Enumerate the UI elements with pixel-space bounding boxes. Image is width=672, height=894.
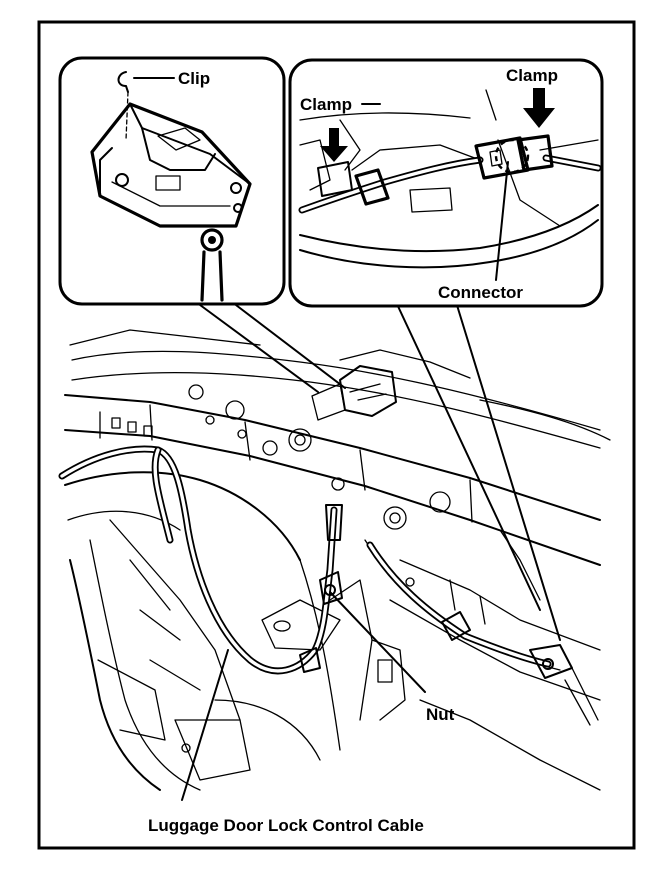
clamp-arrow-icon (523, 88, 555, 128)
nut-leader (329, 591, 426, 693)
connector-inset (288, 58, 604, 308)
cable-label: Luggage Door Lock Control Cable (148, 816, 424, 835)
clamp-label-right: Clamp (506, 66, 558, 85)
callout-lines (195, 301, 561, 641)
clamp-arrow-icon (320, 128, 348, 162)
connector-label: Connector (438, 283, 523, 302)
cable-leader (181, 649, 229, 801)
clamp-label-left: Clamp (300, 95, 352, 114)
diagram-frame (37, 20, 636, 850)
luggage-door-lock-control-cable (58, 445, 343, 675)
clip-inset (58, 56, 286, 306)
nut-label: Nut (426, 705, 455, 724)
trunk-body-illustration (64, 329, 611, 791)
clip-label: Clip (178, 69, 210, 88)
